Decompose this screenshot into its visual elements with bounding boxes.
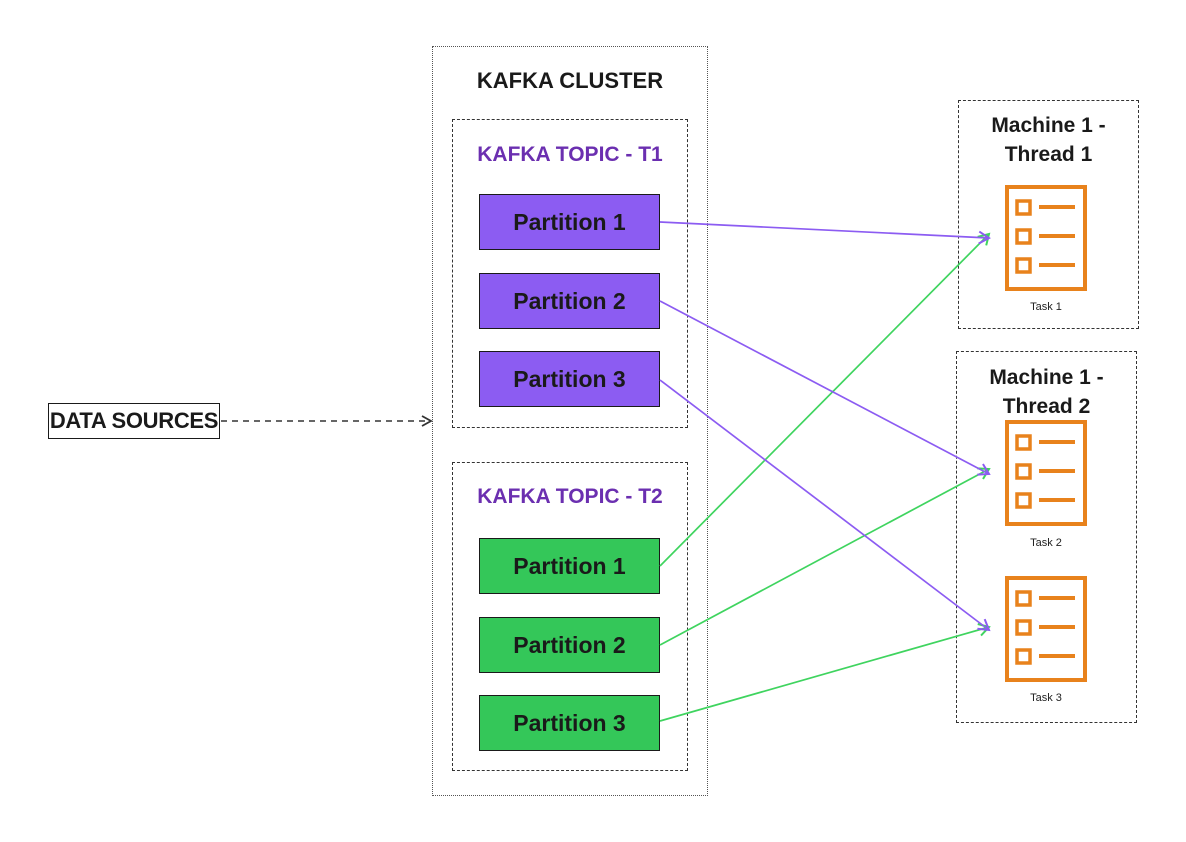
- kafka-topic-t2-container: [452, 462, 688, 771]
- kafka-cluster-title: KAFKA CLUSTER: [476, 68, 664, 93]
- t2-partition-2-to-task-2-arrow: [659, 467, 991, 646]
- machine-1-thread-1-title: Machine 1 - Thread 1: [958, 111, 1139, 169]
- machine-title-line1: Machine 1 -: [989, 366, 1104, 389]
- t1-partition-1-to-task-1-arrow: [659, 221, 991, 245]
- task-list-icon: [1005, 576, 1087, 682]
- task-list-icon: [1005, 185, 1087, 291]
- machine-1-thread-2-title: Machine 1 - Thread 2: [956, 363, 1137, 421]
- kafka-topic-t2-title: KAFKA TOPIC - T2: [477, 485, 663, 508]
- t2-partition-3-to-task-3-arrow: [659, 623, 991, 722]
- t1-partition-3: Partition 3: [479, 351, 660, 407]
- task-3-label: Task 3: [1030, 692, 1062, 704]
- t1-partition-1: Partition 1: [479, 194, 660, 250]
- machine-title-line1: Machine 1 -: [991, 114, 1106, 137]
- t2-partition-1: Partition 1: [479, 538, 660, 594]
- t1-partition-2: Partition 2: [479, 273, 660, 329]
- machine-1-thread-1-container: [958, 100, 1139, 329]
- t2-partition-2: Partition 2: [479, 617, 660, 673]
- machine-title-line2: Thread 1: [1004, 143, 1093, 166]
- t2-partition-3: Partition 3: [479, 695, 660, 751]
- kafka-topic-t1-container: [452, 119, 688, 428]
- task-list-icon: [1005, 420, 1087, 526]
- t1-partition-2-to-task-2-arrow: [659, 300, 991, 476]
- kafka-topic-t1-title: KAFKA TOPIC - T1: [477, 143, 663, 166]
- t1-partition-3-to-task-3-arrow: [659, 379, 991, 632]
- task-2-label: Task 2: [1030, 537, 1062, 549]
- machine-1-thread-2-container: [956, 351, 1137, 723]
- t2-partition-1-to-task-1-arrow: [659, 232, 991, 567]
- task-1-label: Task 1: [1030, 301, 1062, 313]
- data-sources-box: DATA SOURCES: [48, 403, 220, 439]
- machine-title-line2: Thread 2: [1002, 395, 1091, 418]
